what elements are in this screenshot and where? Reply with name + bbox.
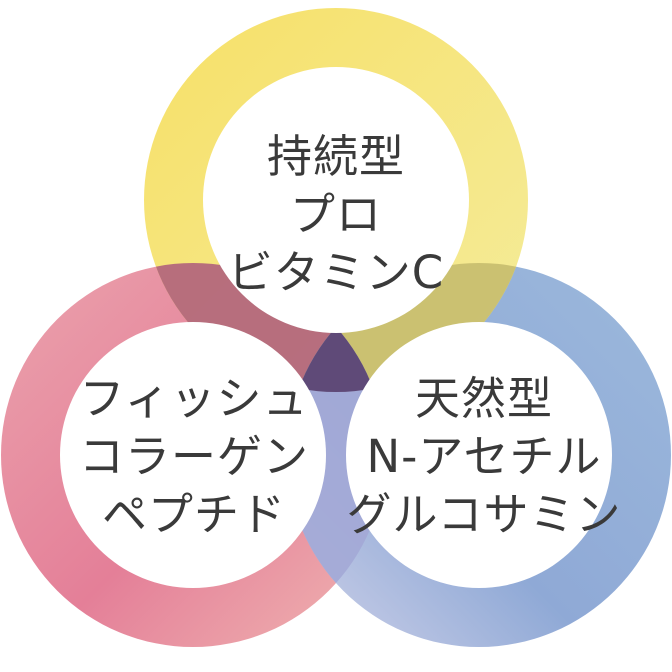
label-line: ビタミンC — [227, 246, 445, 299]
label-top: 持続型 プロ ビタミンC — [186, 128, 486, 302]
disc-top — [203, 67, 469, 333]
disc-right — [346, 322, 612, 588]
label-line: フィッシュ — [79, 372, 309, 425]
label-line: N-アセチル — [366, 430, 602, 483]
label-right: 天然型 N-アセチル グルコサミン — [334, 370, 634, 544]
label-line: グルコサミン — [346, 488, 622, 541]
label-line: コラーゲン — [78, 430, 309, 483]
disc-left — [60, 322, 326, 588]
label-line: ペプチド — [101, 488, 286, 541]
label-left: フィッシュ コラーゲン ペプチド — [44, 370, 344, 544]
label-line: プロ — [289, 188, 382, 241]
overlap-top-right — [287, 263, 528, 392]
label-line: 持続型 — [266, 130, 405, 183]
label-line: 天然型 — [414, 372, 553, 425]
overlap-top-left — [144, 263, 385, 392]
